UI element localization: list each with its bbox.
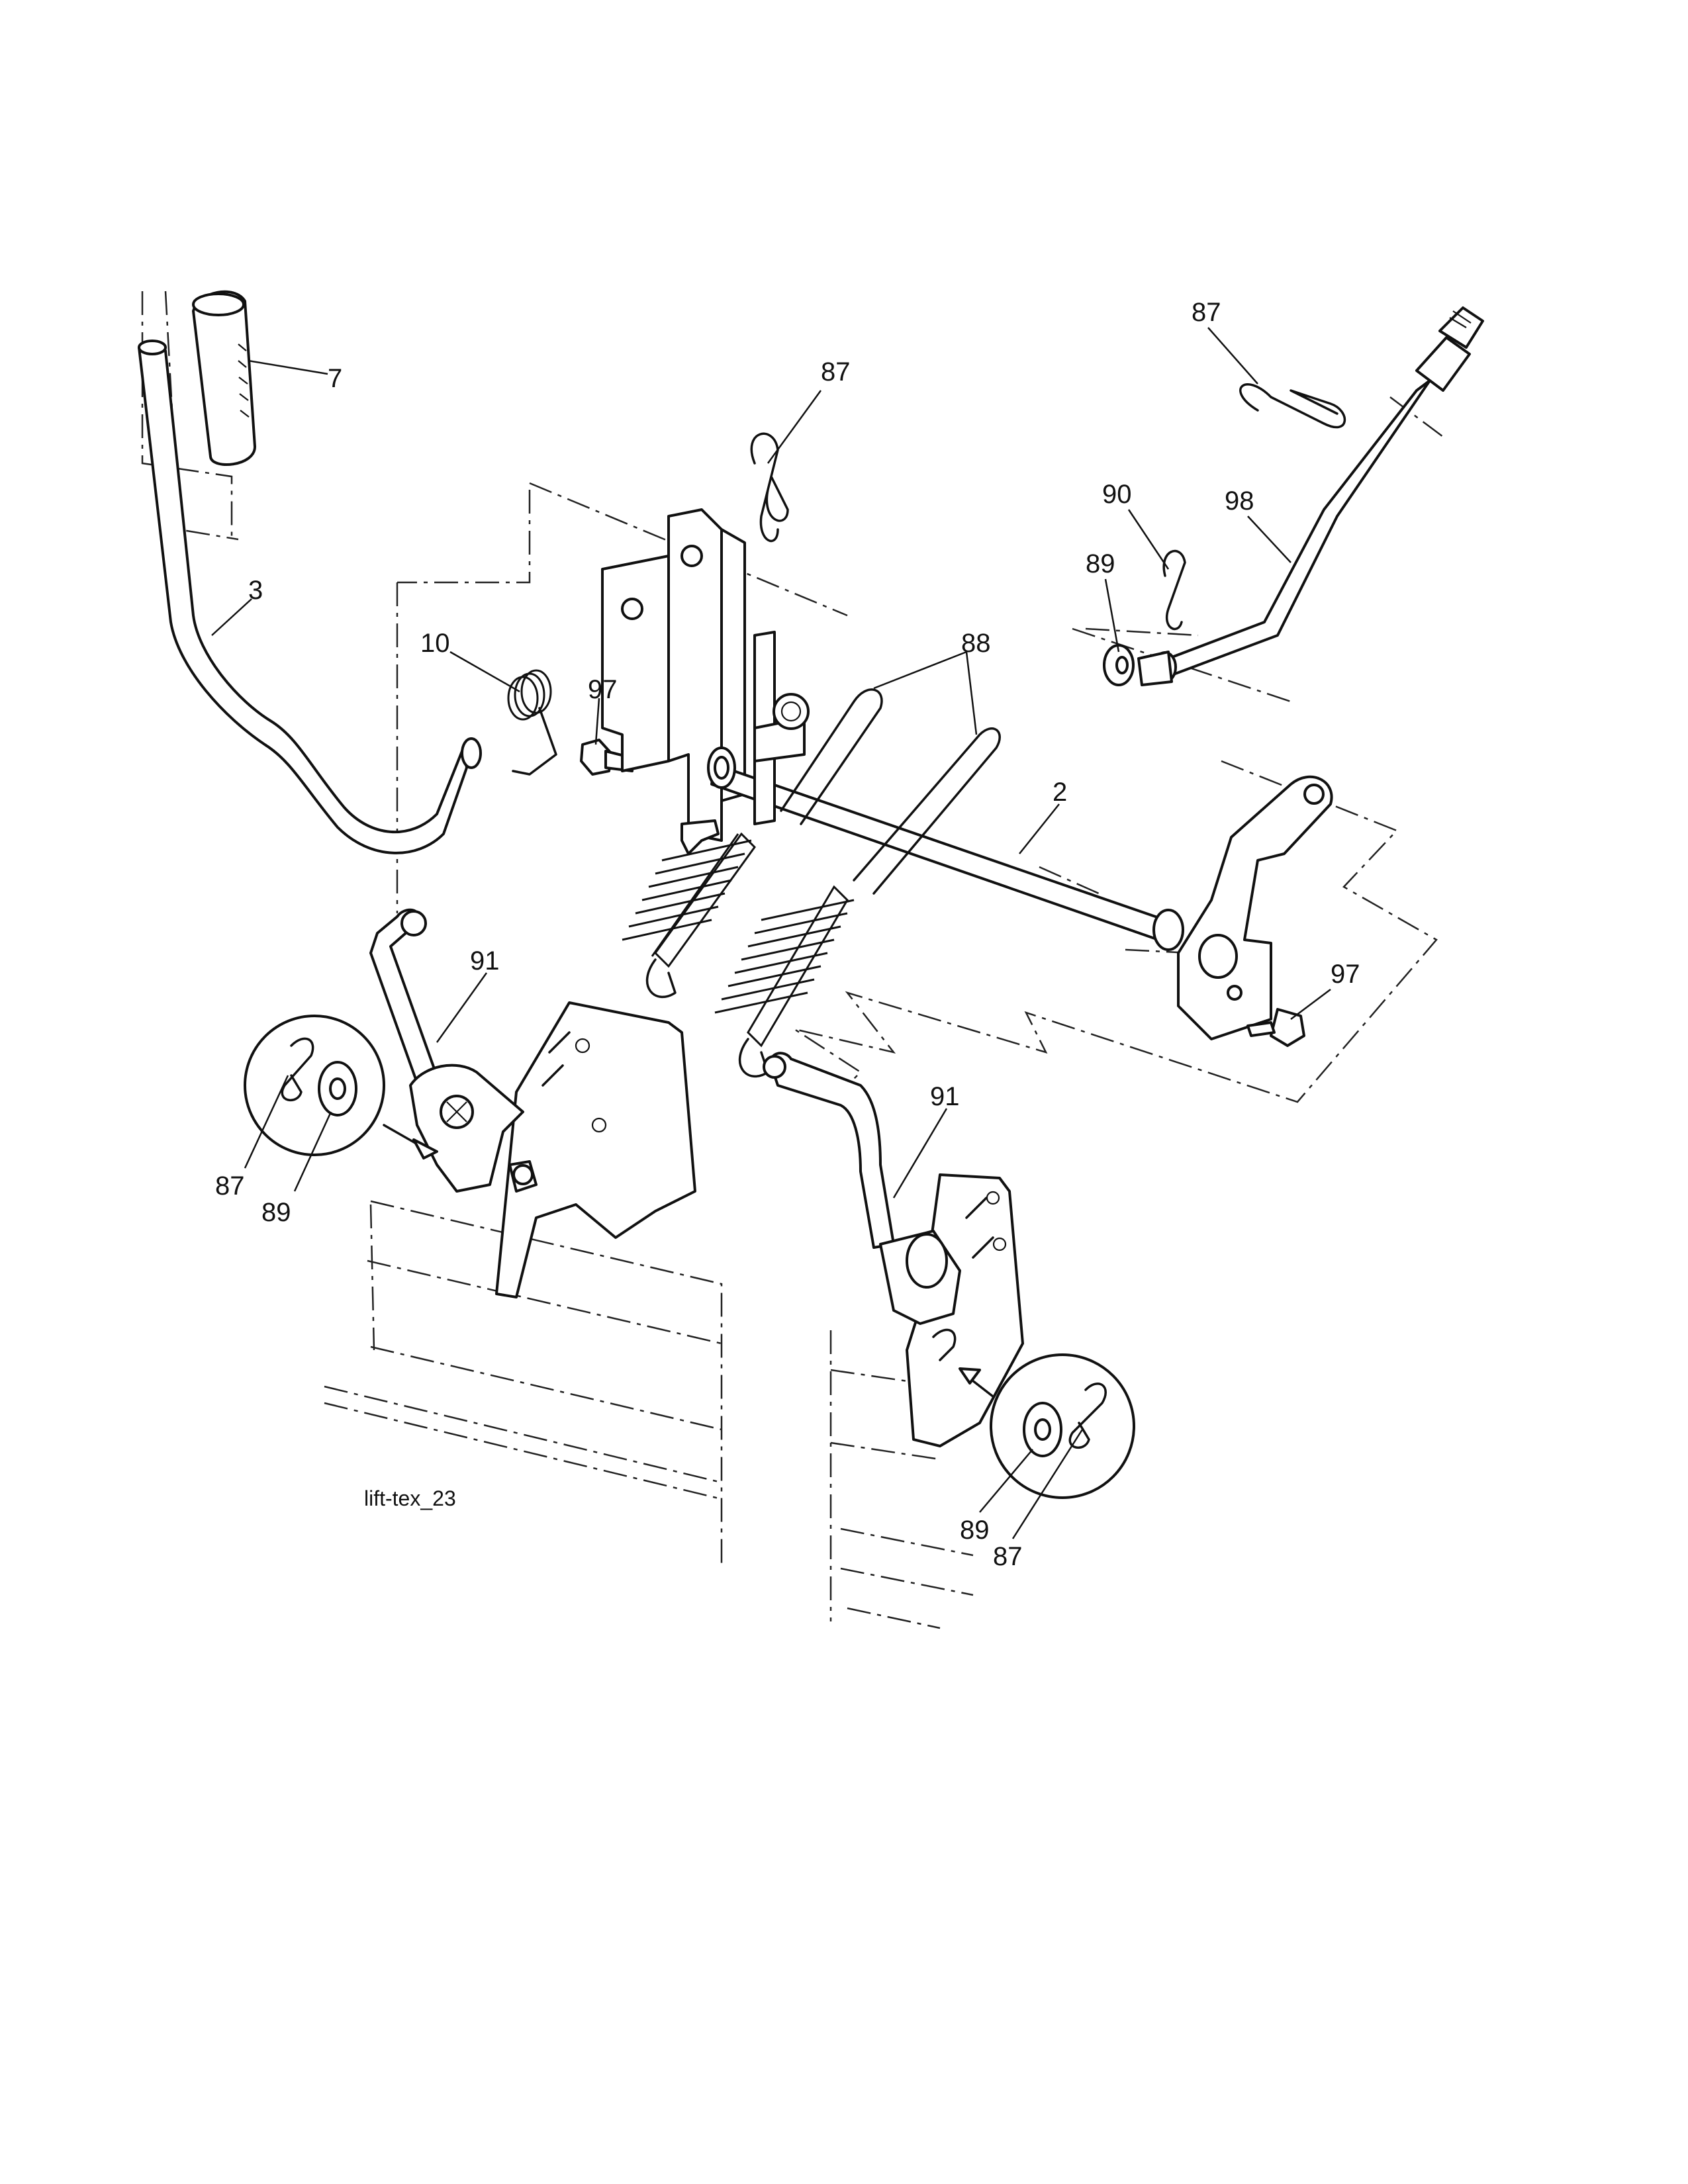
callout-87-bottom: 87 — [993, 1542, 1023, 1571]
grip-part-7 — [192, 290, 256, 466]
washer-part-89-top — [1103, 644, 1135, 686]
torsion-spring-part-10 — [507, 669, 557, 776]
callout-7: 7 — [328, 364, 342, 393]
detail-inset-left — [244, 1015, 438, 1160]
callout-98: 98 — [1225, 486, 1254, 516]
callout-87-left: 87 — [215, 1171, 245, 1201]
figure-caption: lift-tex_23 — [364, 1486, 456, 1510]
callout-87-top: 87 — [821, 357, 851, 387]
callout-2: 2 — [1053, 778, 1067, 807]
callout-89-left: 89 — [261, 1198, 291, 1227]
callout-90: 90 — [1102, 480, 1132, 509]
hairpin-clip-part-87-right — [1239, 383, 1346, 429]
lift-link-part-91-right — [763, 1052, 895, 1249]
callout-89-top: 89 — [1086, 549, 1115, 578]
bolt-part-97-right — [1246, 1008, 1305, 1047]
mounting-bracket — [601, 508, 746, 855]
callout-91-right: 91 — [930, 1082, 960, 1111]
callout-87-right: 87 — [1192, 298, 1221, 327]
extension-springs-part-88 — [622, 688, 1001, 1077]
callout-91-left: 91 — [470, 946, 500, 976]
left-deck-bracket — [409, 1001, 696, 1298]
lift-handle-part-3 — [138, 340, 482, 854]
callout-10: 10 — [420, 629, 450, 658]
leader-lines — [211, 327, 1331, 1539]
link-rod-part-98 — [1137, 306, 1484, 686]
lift-shaft-part-2 — [707, 631, 1333, 1040]
callout-3: 3 — [248, 576, 263, 605]
callout-97-right: 97 — [1331, 960, 1360, 989]
callout-89-right: 89 — [960, 1516, 990, 1545]
callout-88: 88 — [961, 629, 991, 658]
callout-labels: 7 3 10 97 87 88 2 87 90 98 89 97 91 87 8… — [215, 298, 1360, 1571]
detail-inset-right — [959, 1353, 1135, 1499]
hairpin-clip-part-87-top — [750, 432, 789, 543]
callout-97-left: 97 — [588, 675, 618, 704]
right-deck-bracket — [879, 1173, 1024, 1447]
cotter-pin-part-90 — [1162, 549, 1186, 631]
